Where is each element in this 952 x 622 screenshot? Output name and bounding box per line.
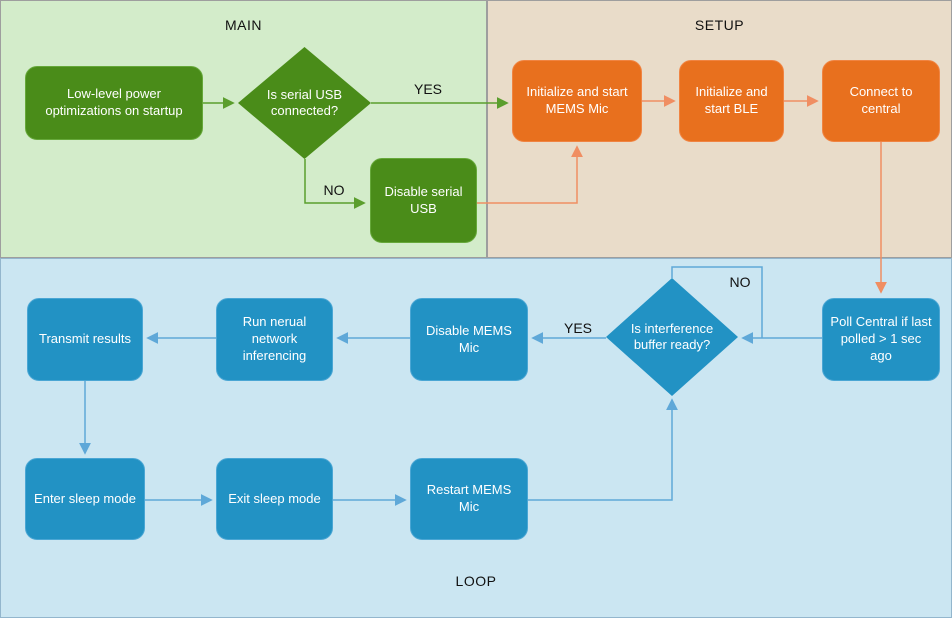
region-loop-label: LOOP: [455, 573, 497, 589]
node-init-mems: Initialize and start MEMS Mic: [512, 60, 642, 142]
node-low-level-power: Low-level power optimizations on startup: [25, 66, 203, 140]
edge-no-to-disable-usb: [304, 159, 366, 209]
node-init-ble: Initialize and start BLE: [679, 60, 784, 142]
edge-label-loop-yes: YES: [563, 320, 592, 336]
node-connect-central: Connect to central: [822, 60, 940, 142]
node-exit-sleep: Exit sleep mode: [216, 458, 333, 540]
node-disable-mems: Disable MEMS Mic: [410, 298, 528, 381]
edge-restart-to-decision: [528, 398, 678, 501]
node-run-nn: Run nerual network inferencing: [216, 298, 333, 381]
node-disable-serial-usb: Disable serial USB: [370, 158, 477, 243]
node-restart-mems: Restart MEMS Mic: [410, 458, 528, 540]
region-setup-label: SETUP: [694, 17, 745, 33]
node-poll-central: Poll Central if last polled > 1 sec ago: [822, 298, 940, 381]
node-transmit-results: Transmit results: [27, 298, 143, 381]
region-main-label: MAIN: [225, 17, 262, 33]
edge-no-loopback: [671, 266, 763, 338]
edge-label-main-yes: YES: [413, 81, 442, 97]
edge-disable-usb-to-init-mems: [477, 145, 583, 204]
node-enter-sleep: Enter sleep mode: [25, 458, 145, 540]
edge-label-main-no: NO: [323, 182, 345, 198]
edge-label-loop-no: NO: [729, 274, 751, 290]
